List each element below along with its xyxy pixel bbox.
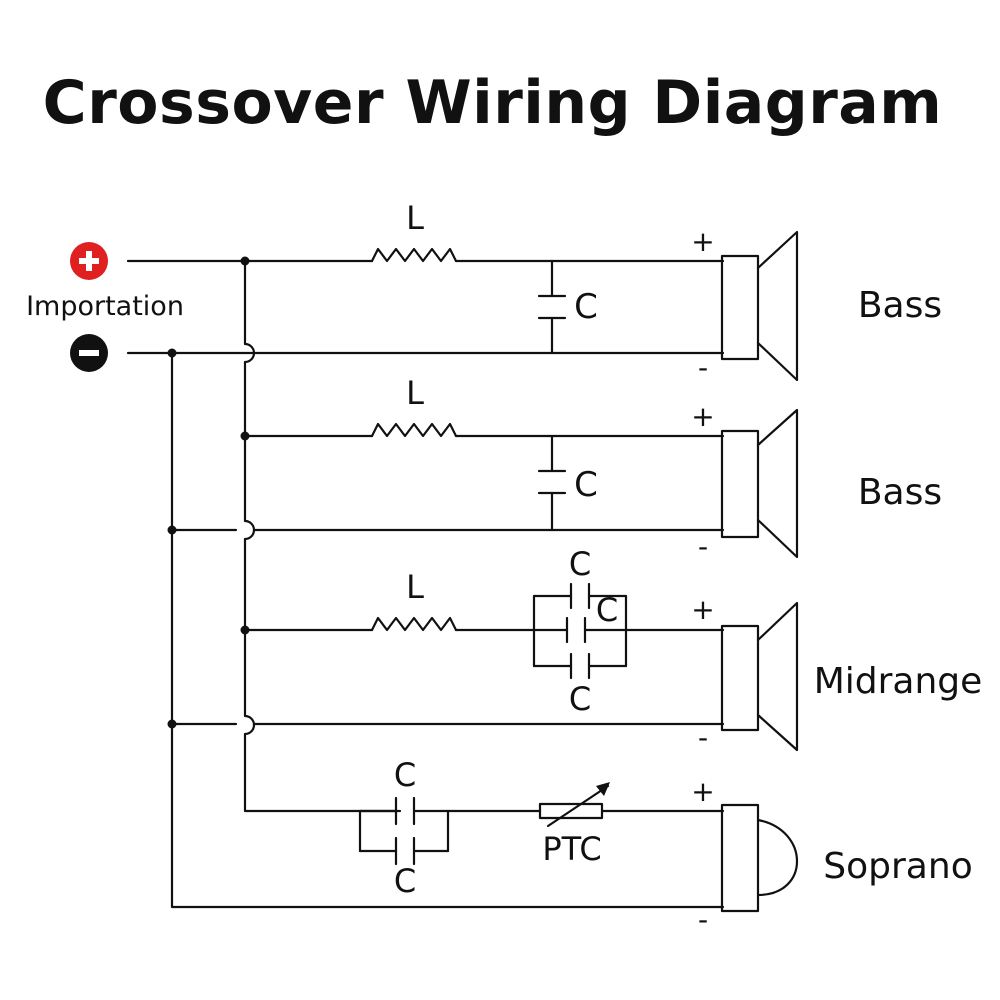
negative-terminal-icon: [70, 334, 108, 372]
capacitor-bank-4: [358, 796, 450, 866]
minus-sign: -: [698, 530, 708, 563]
inductor-label: L: [406, 374, 424, 412]
speaker-label: Midrange: [814, 661, 983, 702]
bass-speaker-2-icon: [720, 408, 799, 559]
capacitor-bank-3: [532, 582, 628, 680]
plus-sign: +: [691, 400, 714, 433]
positive-bus-wire: [243, 259, 402, 813]
soprano-branch: [358, 782, 725, 866]
inductor-1: [370, 247, 458, 263]
ptc-resistor: [538, 782, 610, 828]
bass-branch-2: [170, 422, 725, 532]
capacitor-label: C: [569, 680, 591, 718]
capacitor-label: C: [394, 862, 416, 900]
ptc-label: PTC: [542, 830, 601, 868]
junction-dots: [167, 256, 250, 729]
page-title: Crossover Wiring Diagram: [42, 68, 943, 138]
speaker-label: Soprano: [823, 846, 972, 887]
plus-sign: +: [691, 775, 714, 808]
plus-sign: +: [691, 593, 714, 626]
capacitor-label: C: [394, 756, 416, 794]
inductor-label: L: [406, 199, 424, 237]
minus-sign: -: [698, 351, 708, 384]
input-label: Importation: [26, 291, 184, 322]
capacitor-label: C: [574, 465, 598, 505]
bass-branch-1: [126, 247, 725, 355]
negative-bus-wire: [170, 351, 725, 909]
capacitor-2: [537, 434, 567, 532]
capacitor-label: C: [596, 591, 618, 629]
capacitor-label: C: [569, 545, 591, 583]
inductor-3: [370, 616, 458, 632]
midrange-speaker-icon: [720, 601, 799, 752]
tweeter-speaker-icon: [720, 803, 799, 913]
capacitor-1: [537, 259, 567, 355]
speaker-label: Bass: [858, 285, 942, 326]
positive-terminal-icon: [70, 242, 108, 280]
plus-sign: +: [691, 225, 714, 258]
inductor-label: L: [406, 568, 424, 606]
speaker-label: Bass: [858, 472, 942, 513]
minus-sign: -: [698, 903, 708, 936]
bass-speaker-1-icon: [720, 230, 799, 382]
inductor-2: [370, 422, 458, 438]
minus-sign: -: [698, 721, 708, 754]
midrange-branch: [170, 582, 725, 726]
capacitor-label: C: [574, 287, 598, 327]
